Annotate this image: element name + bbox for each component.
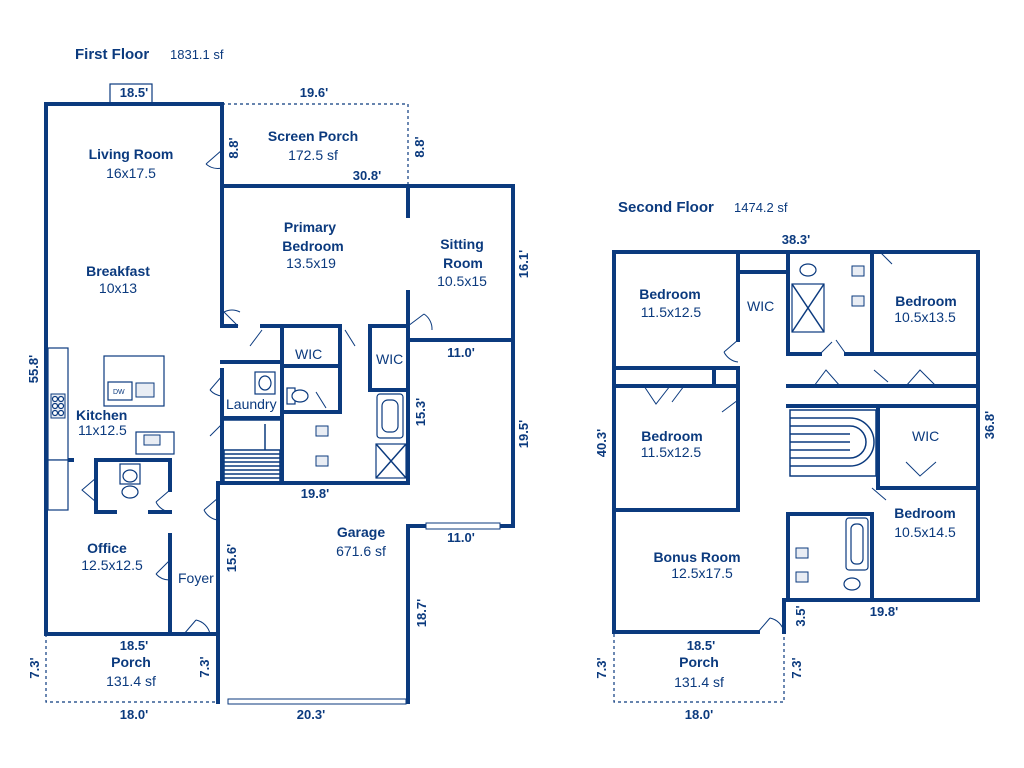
room-primary-bedroom-name-line2: Bedroom [282, 238, 343, 254]
dim-sitting-right: 16.1' [516, 250, 531, 278]
dim-right-bottom: 19.8' [870, 604, 898, 619]
room-sitting-name-line1: Sitting [440, 236, 484, 252]
dim-upper-porch-left: 7.3' [594, 657, 609, 678]
dim-porch-right-depth: 7.3' [197, 656, 212, 677]
room-office-size: 12.5x12.5 [81, 557, 143, 573]
room-breakfast-size: 10x13 [99, 280, 137, 296]
dim-bath-height: 15.3' [413, 398, 428, 426]
room-bedroom-4-size: 10.5x14.5 [894, 524, 956, 540]
second-floor-stairs [789, 409, 877, 477]
dim-porch-width: 18.0' [120, 707, 148, 722]
room-sitting-name-line2: Room [443, 255, 483, 271]
room-upper-porch-area: 131.4 sf [674, 674, 724, 690]
upper-toilet-2 [843, 577, 861, 591]
vanity-sink-2 [315, 455, 329, 467]
first-floor-title: First Floor [75, 46, 149, 63]
kitchen-sink [143, 434, 161, 446]
first-floor-walls [44, 102, 515, 704]
dishwasher [107, 381, 133, 401]
dim-upper-porch-right: 7.3' [789, 657, 804, 678]
room-porch-area: 131.4 sf [106, 673, 156, 689]
dim-front-width: 18.5' [120, 638, 148, 653]
room-screen-porch-area: 172.5 sf [288, 147, 338, 163]
dim-left-total: 55.8' [26, 355, 41, 383]
first-floor-stairs [223, 419, 281, 483]
dim-sitting-bottom: 11.0' [447, 345, 475, 360]
upper-sink-4 [795, 571, 809, 583]
dim-garage-step: 11.0' [447, 530, 475, 545]
room-office-name: Office [87, 540, 127, 556]
room-bedroom-3-name: Bedroom [641, 428, 702, 444]
room-bedroom-1-size: 11.5x12.5 [641, 304, 702, 320]
room-bedroom-1-name: Bedroom [639, 286, 700, 302]
dim-garage-top: 19.8' [301, 486, 329, 501]
island-sink [135, 382, 155, 398]
dim-bath-step: 3.5' [793, 605, 808, 626]
second-floor-walls [612, 250, 980, 634]
dim-foyer-height: 15.6' [224, 544, 239, 572]
first-floor-doors [81, 149, 433, 635]
dim-left-height: 40.3' [594, 429, 609, 457]
first-floor-area: 1831.1 sf [170, 47, 224, 62]
wc-toilet [291, 389, 309, 403]
room-bedroom-3-size: 11.5x12.5 [641, 444, 702, 460]
dim-porch-right: 8.8' [412, 136, 427, 157]
dim-right-height: 36.8' [982, 411, 997, 439]
screen-porch-outline [222, 103, 409, 186]
room-bedroom-2-name: Bedroom [895, 293, 956, 309]
room-garage-name: Garage [337, 524, 385, 540]
room-bedroom-4-name: Bedroom [894, 505, 955, 521]
dim-fireplace: 18.5' [120, 85, 148, 100]
upper-toilet [799, 263, 817, 277]
upper-sink-2 [851, 295, 865, 307]
pantry-shelf [47, 459, 69, 511]
dim-upper-front-width: 18.5' [687, 638, 715, 653]
dishwasher-label: DW [113, 389, 125, 396]
room-screen-porch-name: Screen Porch [268, 128, 358, 144]
room-breakfast-name: Breakfast [86, 263, 150, 279]
first-floor-plan: First Floor 1831.1 sf [26, 46, 531, 722]
room-living-room-size: 16x17.5 [106, 165, 156, 181]
room-wic-1-name: WIC [295, 346, 322, 362]
room-wic-a-name: WIC [747, 298, 774, 314]
dim-garage-lower: 18.7' [414, 599, 429, 627]
room-bedroom-2-size: 10.5x13.5 [894, 309, 956, 325]
upper-sink-3 [795, 547, 809, 559]
room-primary-bedroom-name-line1: Primary [284, 219, 336, 235]
room-wic-2-name: WIC [376, 351, 403, 367]
second-porch-outline [613, 634, 785, 703]
vanity-sink-1 [315, 425, 329, 437]
room-living-room-name: Living Room [89, 146, 174, 162]
room-sitting-size: 10.5x15 [437, 273, 487, 289]
second-floor-area: 1474.2 sf [734, 200, 788, 215]
room-foyer-name: Foyer [178, 570, 214, 586]
upper-sink-1 [851, 265, 865, 277]
dim-upper-porch-width: 18.0' [685, 707, 713, 722]
room-wic-b-name: WIC [912, 428, 939, 444]
room-primary-bedroom-size: 13.5x19 [286, 255, 336, 271]
room-laundry-name: Laundry [226, 396, 277, 412]
dim-porch-left: 8.8' [226, 137, 241, 158]
room-kitchen-size: 11x12.5 [78, 422, 127, 438]
powder-sink [121, 485, 139, 499]
room-garage-area: 671.6 sf [336, 543, 386, 559]
garage-side-door [425, 522, 501, 530]
room-upper-porch-name: Porch [679, 654, 719, 670]
second-floor-doors [643, 251, 937, 633]
room-kitchen-name: Kitchen [76, 407, 127, 423]
room-bonus-name: Bonus Room [653, 549, 740, 565]
room-bonus-size: 12.5x17.5 [671, 565, 733, 581]
room-porch-name: Porch [111, 654, 151, 670]
second-floor-plan: Second Floor 1474.2 sf [594, 199, 997, 722]
dim-garage-right: 19.5' [516, 420, 531, 448]
dim-porch-bottom: 30.8' [353, 168, 381, 183]
garage-door [227, 698, 407, 705]
dim-porch-left-depth: 7.3' [27, 657, 42, 678]
dim-porch-top: 19.6' [300, 85, 328, 100]
front-porch-outline [45, 634, 218, 703]
dim-top-width: 38.3' [782, 232, 810, 247]
dim-garage-width: 20.3' [297, 707, 325, 722]
second-floor-title: Second Floor [618, 199, 714, 216]
